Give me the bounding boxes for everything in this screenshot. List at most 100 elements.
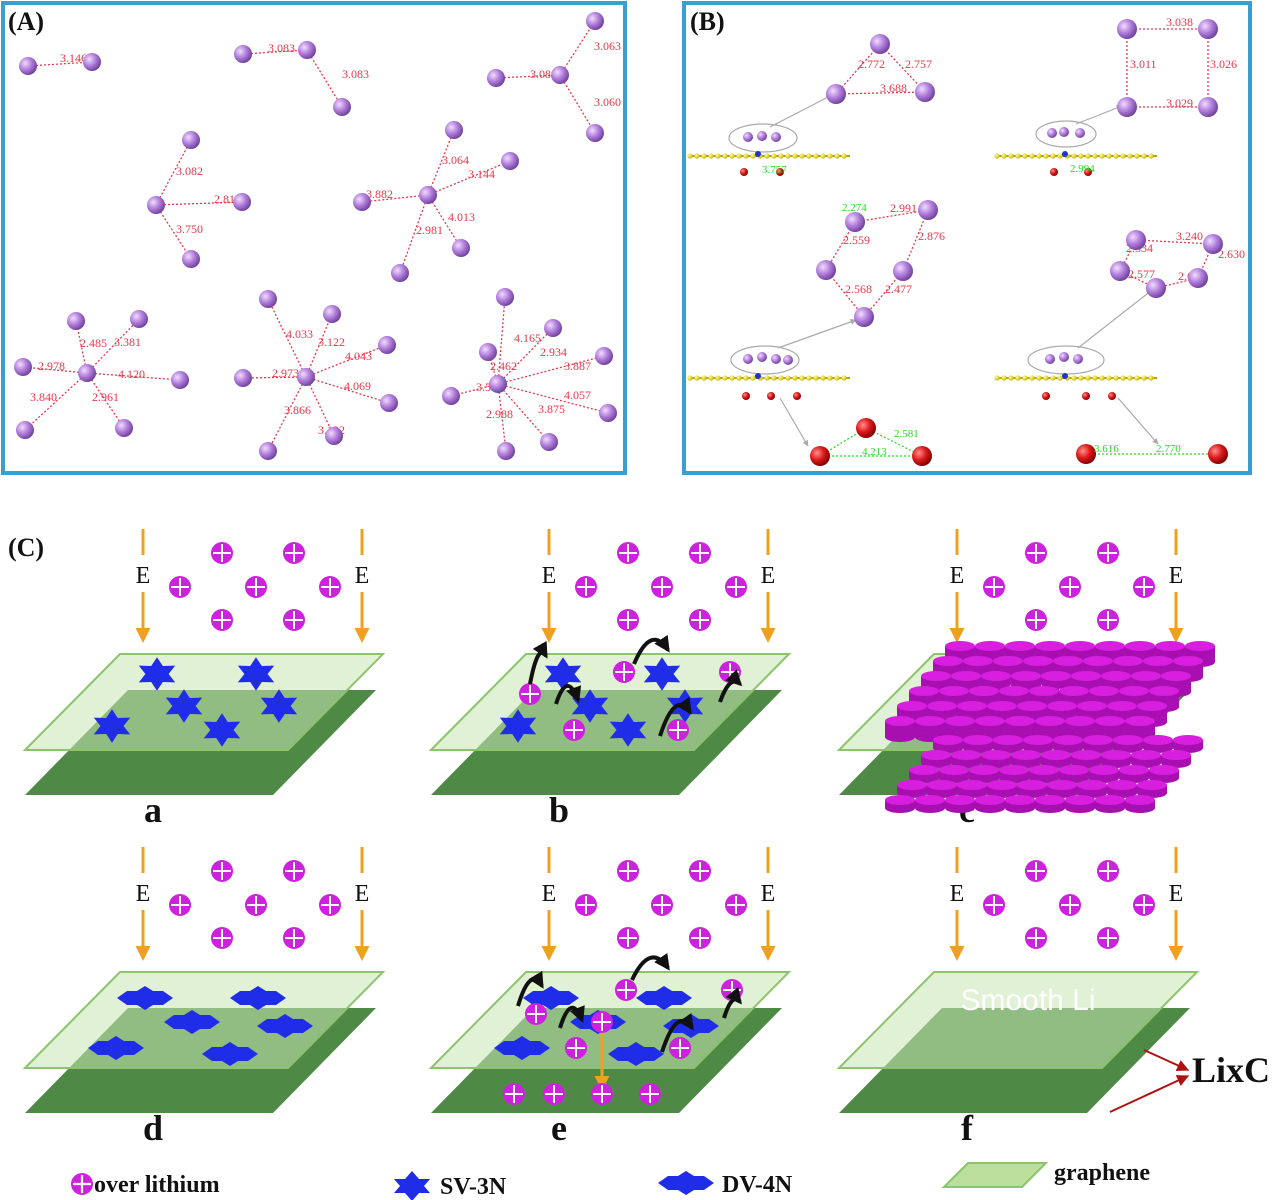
lithium-atom	[452, 239, 470, 257]
li-disc-top	[1011, 750, 1041, 760]
carbon-atom	[806, 153, 812, 159]
lithium-atom	[233, 193, 251, 211]
li-disc-top	[921, 750, 951, 760]
li-disc-top	[1011, 671, 1041, 681]
li-disc-top	[1089, 686, 1119, 696]
substrate-distance-label: 3.616	[1094, 443, 1119, 455]
bond-distance-label: 3.882	[366, 187, 393, 201]
carbon-atom	[1078, 153, 1084, 159]
lithium-atom	[757, 352, 767, 362]
panel-a-label: (A)	[8, 7, 44, 36]
bond-distance-label: 3.866	[284, 403, 311, 417]
nitrogen-atom	[755, 151, 761, 157]
carbon-atom	[708, 375, 714, 381]
bond-line	[361, 194, 429, 203]
li-disc-top	[1059, 765, 1089, 775]
bond-distance-label: 2.978	[38, 359, 65, 373]
carbon-atom	[813, 375, 819, 381]
carbon-atom	[834, 153, 840, 159]
li-disc-top	[1023, 735, 1053, 745]
carbon-atom	[1106, 375, 1112, 381]
carbon-atom	[701, 375, 707, 381]
bond-distance-label: 3.038	[1166, 15, 1193, 29]
bond-line	[86, 372, 125, 429]
substrate-lithium-atom	[740, 168, 748, 176]
li-disc-top	[1161, 750, 1191, 760]
carbon-atom	[1120, 375, 1126, 381]
carbon-atom	[841, 153, 847, 159]
li-disc-top	[969, 765, 999, 775]
lixc-pointer-arrow	[1109, 1075, 1190, 1113]
bond-distance-label: 3.083	[268, 41, 295, 55]
li-disc-top	[885, 795, 915, 805]
legend-graphene-icon	[941, 1162, 1049, 1188]
carbon-atom	[1029, 153, 1035, 159]
lithium-atom	[595, 347, 613, 365]
carbon-atom	[1036, 153, 1042, 159]
scene-label-b: b	[549, 790, 569, 830]
carbon-atom	[743, 375, 749, 381]
carbon-atom	[771, 153, 777, 159]
carbon-atom	[1141, 375, 1147, 381]
lithium-atom	[870, 34, 890, 54]
li-disc-top	[1095, 641, 1125, 651]
carbon-atom	[694, 153, 700, 159]
lithium-atom	[380, 394, 398, 412]
carbon-atom	[806, 375, 812, 381]
bond-line	[305, 313, 333, 378]
carbon-atom	[1008, 153, 1014, 159]
bond-line	[267, 298, 307, 378]
field-label-e: E	[136, 563, 151, 589]
lithium-atom	[83, 53, 101, 71]
lithium-atom	[1203, 234, 1223, 254]
carbon-atom	[687, 153, 693, 159]
zoom-connector-arrow	[1075, 105, 1123, 125]
field-label-e: E	[542, 881, 557, 907]
li-disc-top	[951, 750, 981, 760]
carbon-atom	[1134, 375, 1140, 381]
li-disc-top	[1035, 641, 1065, 651]
dv-4n-defect-icon	[257, 1014, 313, 1038]
lithium-atom	[497, 442, 515, 460]
bond-distance-label: 2.988	[486, 407, 513, 421]
panel-a-frame	[1, 1, 627, 475]
bond-distance-label: 3.064	[442, 153, 469, 167]
bond-distance-label: 2.568	[845, 282, 872, 296]
bond-line	[427, 160, 511, 196]
bond-line	[835, 91, 926, 95]
bond-distance-label: 3.011	[1130, 57, 1157, 71]
li-disc-top	[1185, 641, 1215, 651]
migration-arrow	[554, 684, 582, 705]
substrate-lithium-atom	[1082, 392, 1090, 400]
cluster-highlight-ellipse	[1035, 120, 1097, 148]
carbon-atom	[1113, 375, 1119, 381]
li-disc-top	[1101, 750, 1131, 760]
field-label-e: E	[1169, 881, 1184, 907]
li-disc-top	[1119, 765, 1149, 775]
li-disc-top	[1017, 780, 1047, 790]
bond-distance-label: 3.080	[530, 67, 557, 81]
li-disc-top	[1059, 686, 1089, 696]
carbon-atom	[778, 375, 784, 381]
li-disc-top	[1035, 795, 1065, 805]
sv-3n-defect-icon	[203, 713, 241, 747]
bond-distance-label: 3.875	[538, 402, 565, 416]
carbon-atom	[1127, 153, 1133, 159]
dv-4n-defect-icon	[88, 1036, 144, 1060]
li-disc-top	[1143, 735, 1173, 745]
lithium-atom	[816, 260, 836, 280]
nitrogen-atom	[755, 373, 761, 379]
carbon-atom	[750, 375, 756, 381]
bond-distance-label: 3.688	[880, 81, 907, 95]
li-disc-top	[1113, 656, 1143, 666]
migration-arrow	[528, 640, 548, 685]
field-label-e: E	[1169, 563, 1184, 589]
lithium-atom	[353, 193, 371, 211]
lithium-atom	[1198, 19, 1218, 39]
